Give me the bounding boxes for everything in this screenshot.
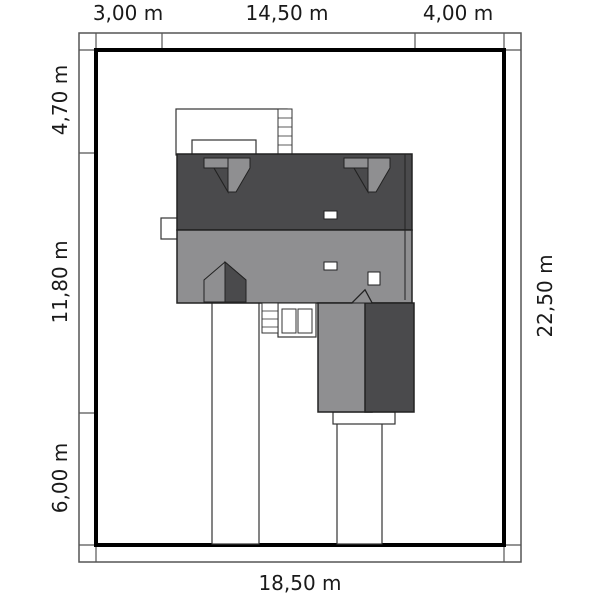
- plot-boundary: [94, 48, 506, 547]
- dormer-front-left: [203, 260, 247, 303]
- dim-top-middle: 14,50 m: [245, 1, 328, 25]
- entrance-step-treads: [262, 310, 278, 328]
- garage-apron: [332, 411, 396, 425]
- dim-top-left: 3,00 m: [93, 1, 163, 25]
- terrace-step: [191, 139, 257, 156]
- entrance-steps: [261, 302, 279, 334]
- dormer-rear-right: [343, 157, 391, 194]
- chimney: [367, 271, 381, 286]
- dormer-rear-left: [203, 157, 251, 194]
- dim-left-middle: 11,80 m: [48, 240, 72, 323]
- porch-column-left: [281, 308, 297, 334]
- side-bay: [160, 217, 179, 240]
- porch-column-right: [297, 308, 313, 334]
- dim-bottom-total: 18,50 m: [258, 571, 341, 595]
- garage-roof: [317, 288, 415, 413]
- dim-left-bottom: 6,00 m: [48, 443, 72, 513]
- dim-top-right: 4,00 m: [423, 1, 493, 25]
- skylight-rear: [323, 210, 338, 220]
- driveway-left: [211, 299, 260, 545]
- terrace-stairs: [277, 108, 293, 156]
- skylight-front: [323, 261, 338, 271]
- plot-outer-frame: [78, 32, 522, 563]
- frame-ticks: [79, 33, 521, 562]
- dim-left-top: 4,70 m: [48, 65, 72, 135]
- driveway-right: [336, 419, 383, 545]
- dim-right-total: 22,50 m: [533, 254, 557, 337]
- terrace-stair-treads: [278, 117, 292, 146]
